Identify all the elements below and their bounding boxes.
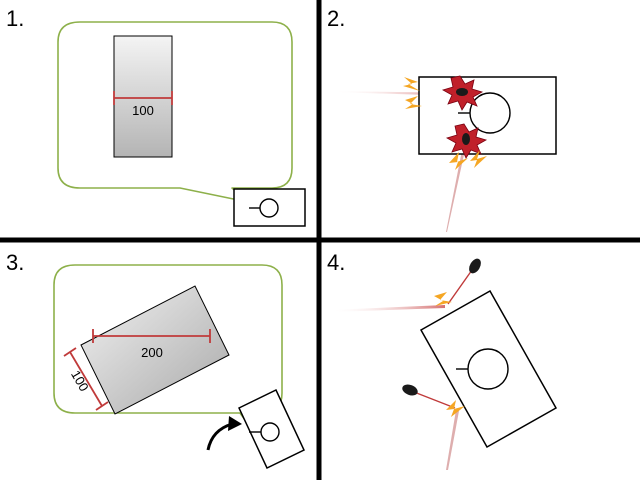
panel-1-armor-plate — [113, 35, 173, 158]
panel-3-dimension-short-line — [69, 351, 103, 407]
panel-4-trail-horizontal — [330, 305, 445, 312]
panel-4-deflection-top — [447, 269, 473, 305]
panel-3: 3. 200 100 — [6, 250, 305, 470]
panel-3-armor-plate — [80, 285, 230, 415]
panel-3-dimension-short-tick-top — [63, 347, 77, 357]
panel-4-number: 4. — [327, 250, 345, 275]
panel-4: 4. — [327, 250, 558, 470]
panel-2-shell-top — [456, 88, 468, 96]
panel-2-spark-3 — [449, 152, 468, 170]
panel-4-shell-bottom — [402, 384, 418, 396]
panel-3-number: 3. — [6, 250, 24, 275]
panel-2: 2. — [327, 6, 557, 232]
panel-4-tank-turret — [467, 348, 509, 390]
panel-2-tank-turret — [469, 92, 511, 134]
panel-3-dimension-long-label: 200 — [141, 345, 163, 360]
panel-4-spark-2 — [446, 400, 465, 417]
panel-2-spark-4 — [470, 150, 487, 168]
panel-3-tank-turret — [260, 422, 280, 442]
panel-1-tank-turret — [259, 198, 279, 218]
panel-2-spark-1 — [403, 77, 420, 91]
panel-3-rotation-arrowhead — [228, 416, 242, 431]
panel-4-deflection-bottom — [413, 391, 456, 409]
panel-2-shell-bottom — [462, 133, 470, 145]
panel-1-number: 1. — [6, 6, 24, 31]
panel-1-dimension-label: 100 — [132, 103, 154, 118]
panel-4-trail-vertical — [446, 410, 459, 470]
panel-4-shell-top — [469, 258, 481, 274]
panel-4-spark-1 — [434, 292, 452, 306]
panel-3-dimension-short-tick-bottom — [95, 401, 109, 411]
panel-2-spark-2 — [405, 96, 422, 109]
panel-2-number: 2. — [327, 6, 345, 31]
panel-1-bubble — [57, 21, 293, 203]
panel-1: 1. 100 — [6, 6, 306, 227]
